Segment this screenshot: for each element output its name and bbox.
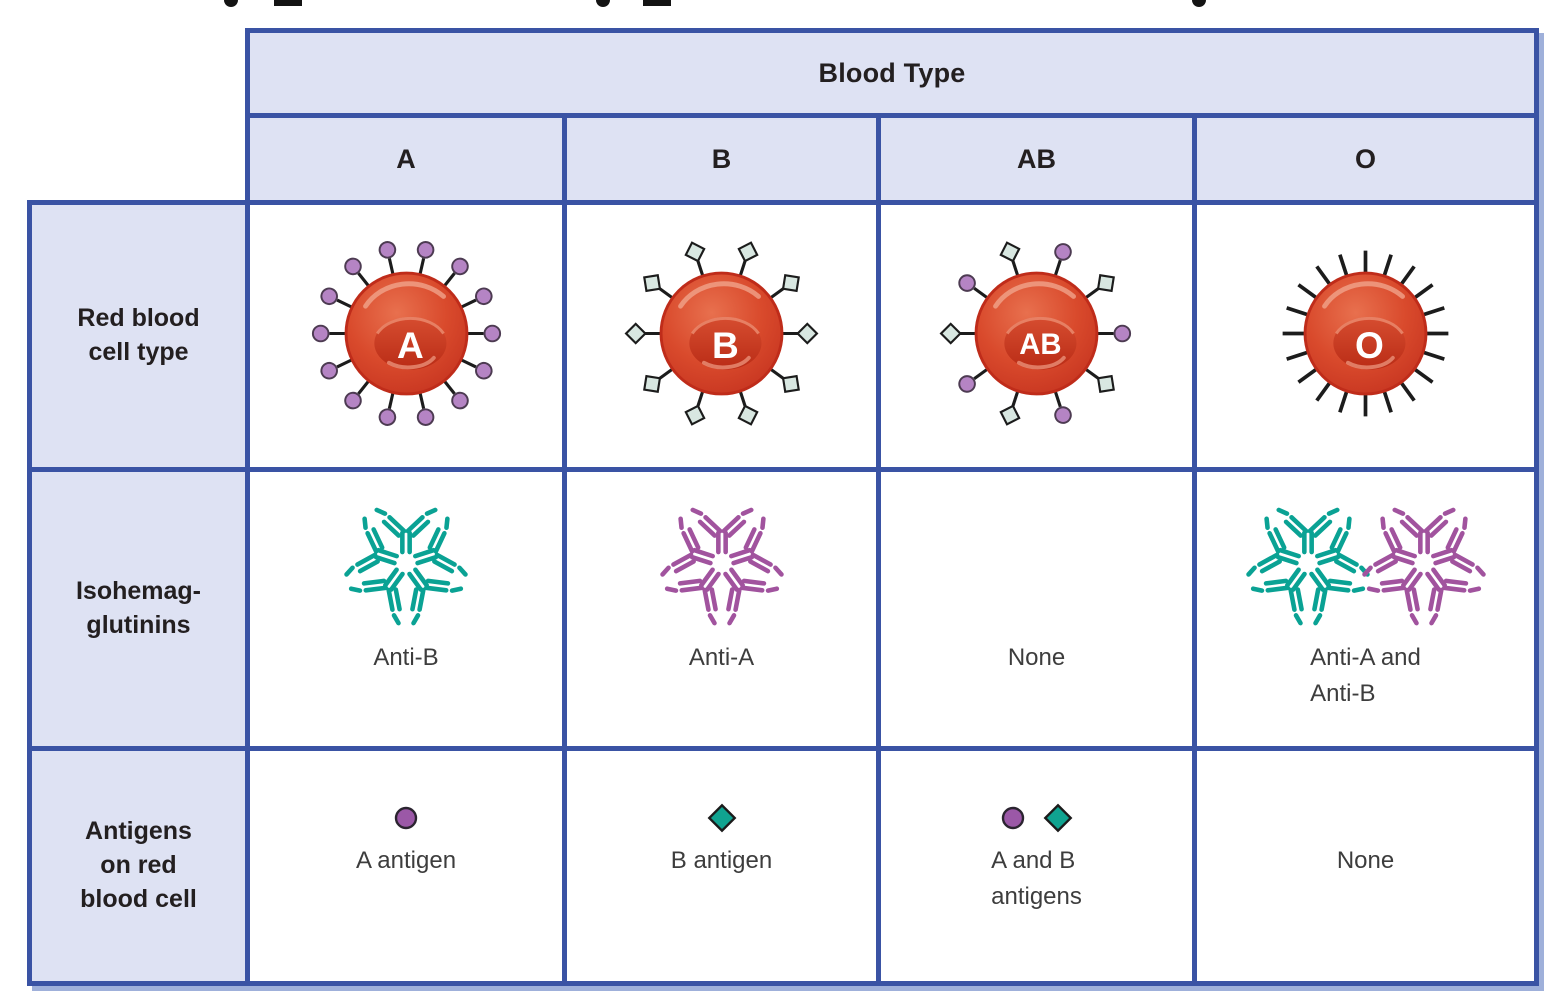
cell-antigen-a: A antigen xyxy=(250,751,562,981)
iso-caption-o: Anti-A and Anti-B xyxy=(1310,644,1421,707)
antigen-caption-o: None xyxy=(1336,847,1395,874)
cell-antigen-ab: A and B antigens xyxy=(881,751,1192,981)
iso-caption-a: Anti-B xyxy=(373,644,439,671)
svg-text:B: B xyxy=(712,324,739,366)
iso-caption-b: Anti-A xyxy=(688,644,755,671)
cell-iso-a: Anti-B xyxy=(250,472,562,746)
cropped-text-artifact xyxy=(224,0,238,7)
col-header-ab: AB xyxy=(881,118,1192,200)
cell-rbc-b: B xyxy=(567,205,876,467)
cell-rbc-o: O xyxy=(1197,205,1534,467)
red-blood-cell-ab-icon: AB xyxy=(939,236,1134,436)
cropped-text-artifact xyxy=(1192,0,1206,7)
a-antigen-icon xyxy=(393,801,419,835)
antigen-caption-ab: A and B antigens xyxy=(991,847,1082,910)
red-blood-cell-b-icon: B xyxy=(624,236,819,436)
a-and-b-antigen-icons xyxy=(1000,801,1074,835)
antigen-caption-b: B antigen xyxy=(670,847,773,874)
blood-type-header-cell: Blood Type xyxy=(250,33,1534,113)
red-blood-cell-o-icon: O xyxy=(1268,236,1463,436)
cell-iso-b: Anti-A xyxy=(567,472,876,746)
cell-iso-ab: None xyxy=(881,472,1192,746)
igm-antibody-anti-a-icon xyxy=(659,498,784,632)
antigen-caption-a: A antigen xyxy=(355,847,457,874)
row-header-antigens-on-red-blood-cell: Antigens on red blood cell xyxy=(32,751,245,981)
cell-rbc-a: A xyxy=(250,205,562,467)
cell-rbc-ab: AB xyxy=(881,205,1192,467)
igm-antibody-anti-a-and-anti-b-icon xyxy=(1245,498,1486,632)
cropped-text-artifact xyxy=(643,0,671,6)
col-header-o: O xyxy=(1197,118,1534,200)
cell-antigen-b: B antigen xyxy=(567,751,876,981)
svg-text:O: O xyxy=(1355,324,1384,366)
igm-antibody-anti-b-icon xyxy=(344,498,468,632)
cell-iso-o: Anti-A and Anti-B xyxy=(1197,472,1534,746)
svg-text:AB: AB xyxy=(1019,329,1061,361)
b-antigen-icon xyxy=(706,801,738,835)
iso-caption-ab: None xyxy=(1007,644,1066,671)
row-header-red-blood-cell-type: Red blood cell type xyxy=(32,205,245,467)
cropped-text-artifact xyxy=(596,0,610,7)
cell-antigen-o: None xyxy=(1197,751,1534,981)
cropped-text-artifact xyxy=(274,0,302,6)
col-header-a: A xyxy=(250,118,562,200)
table-title: Blood Type xyxy=(818,57,966,88)
row-header-isohemagglutinins: Isohemag- glutinins xyxy=(32,472,245,746)
svg-text:A: A xyxy=(397,324,424,366)
col-header-b: B xyxy=(567,118,876,200)
red-blood-cell-a-icon: A xyxy=(309,236,504,436)
row-header-column: Red blood cell type Isohemag- glutinins … xyxy=(27,200,250,986)
blood-type-table: Blood Type A B AB O xyxy=(245,28,1539,986)
